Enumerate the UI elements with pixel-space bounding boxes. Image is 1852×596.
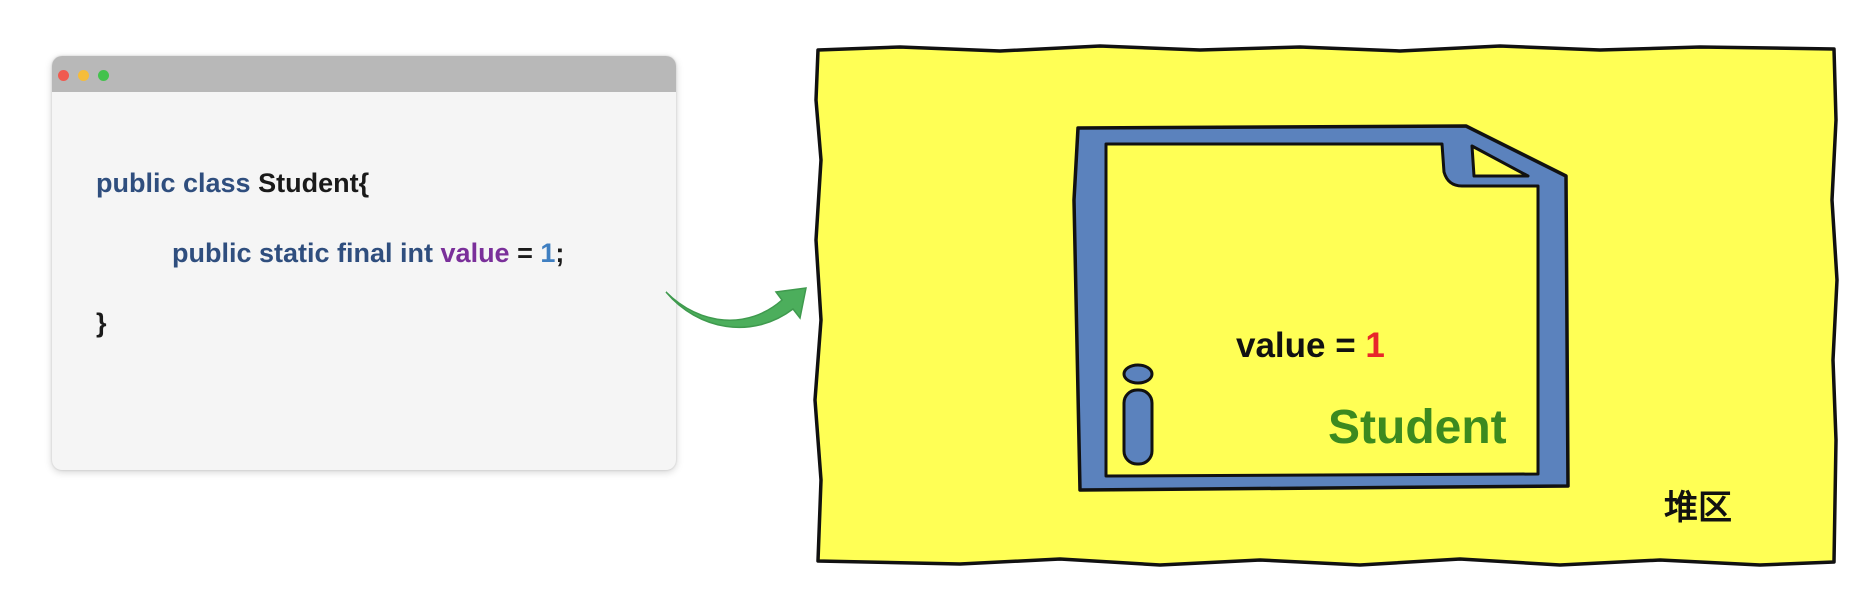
close-window-button[interactable]	[58, 70, 69, 81]
object-card	[1072, 124, 1570, 492]
window-titlebar	[52, 56, 676, 92]
code-operator: =	[509, 238, 541, 268]
code-brace: }	[96, 308, 107, 338]
code-semicolon: ;	[555, 238, 565, 268]
zoom-window-button[interactable]	[98, 70, 109, 81]
heap-label: 堆区	[1664, 488, 1732, 528]
field-name: value =	[1236, 326, 1366, 365]
minimize-window-button[interactable]	[78, 70, 89, 81]
code-line-closing-brace: }	[96, 308, 107, 339]
code-keyword: public static final int	[172, 238, 441, 268]
code-line-class-declaration: public class Student{	[96, 168, 369, 199]
info-icon	[1122, 363, 1154, 466]
object-class-name: Student	[1328, 401, 1507, 454]
code-line-field-declaration: public static final int value = 1;	[172, 238, 564, 269]
object-field-value: value = 1	[1236, 326, 1385, 366]
code-number: 1	[540, 238, 556, 268]
code-variable: value	[440, 238, 510, 268]
code-window: public class Student{ public static fina…	[52, 56, 676, 470]
code-class-name: Student{	[258, 168, 370, 198]
curved-arrow-icon	[665, 287, 807, 329]
code-keyword: public class	[96, 168, 259, 198]
field-value: 1	[1365, 326, 1385, 365]
